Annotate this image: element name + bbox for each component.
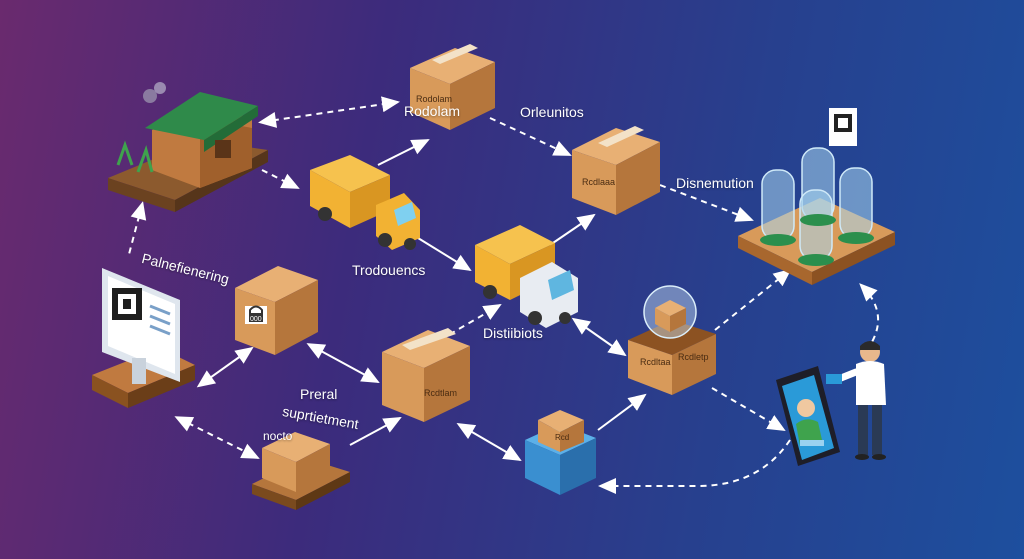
- arrow-truck2-to-openbox: [571, 317, 627, 357]
- delivery-truck-icon: [310, 155, 420, 250]
- box-label-monitor-icon: 000: [250, 316, 262, 323]
- arrow-monitor-to-smallbox: [196, 346, 254, 388]
- smartphone-icon: [776, 366, 840, 466]
- arrow-bioreactor-to-person: [859, 283, 879, 343]
- open-package-icon: [628, 285, 716, 395]
- person-with-tablet-icon: [826, 341, 886, 460]
- box-label-top: Rodolam: [416, 94, 453, 104]
- qr-monitor-icon: [92, 268, 195, 408]
- storage-cube-icon: [525, 410, 596, 495]
- arrow-farm-to-topbox: [258, 96, 400, 128]
- arrow-farm-to-monitor: [127, 201, 147, 259]
- arrow-openbox-to-bioreactor: [714, 268, 792, 331]
- arrow-truck1-to-truck2: [417, 237, 472, 272]
- top-package-icon: [410, 44, 495, 130]
- label-distiibiots: Distiibiots: [483, 325, 543, 341]
- bioreactor-lab-icon: [738, 108, 895, 285]
- label-disnemution: Disnemution: [676, 175, 754, 191]
- label-orleunitos: Orleunitos: [520, 104, 584, 120]
- flow-arrows: [127, 96, 879, 494]
- arrow-cube-to-openbox: [597, 393, 647, 431]
- mid-package-icon: [572, 126, 660, 215]
- box-label-mid-right: Rcdlaaa: [582, 177, 616, 187]
- pallet-package-icon: [252, 432, 350, 510]
- label-trodouencs: Trodouencs: [352, 262, 426, 278]
- box-label-crate: Rcd: [555, 433, 570, 442]
- arrow-monitor-to-pallet: [174, 416, 260, 459]
- arrow-midbox-to-bioreactor: [659, 184, 754, 222]
- label-noctn: nocto: [263, 429, 293, 443]
- arrow-farm-to-truck: [261, 169, 300, 189]
- cargo-truck-icon: [475, 225, 578, 328]
- arrow-truck2-to-midbox: [549, 213, 596, 246]
- arrow-openbox-to-phone: [711, 387, 786, 432]
- arrow-phone-to-cube: [598, 439, 791, 494]
- arrow-truck-to-topbox: [377, 139, 430, 166]
- arrow-topbox-to-midbox: [489, 117, 572, 156]
- center-package-icon: [382, 328, 470, 422]
- label-rodolam: Rodolam: [404, 103, 461, 119]
- farm-house-icon: [108, 82, 268, 212]
- label-preral: Preral: [300, 386, 338, 402]
- arrow-pallet-to-centerbox: [349, 417, 402, 446]
- box-label-open: Rcdltaa: [640, 357, 671, 367]
- sealed-package-icon: [235, 266, 318, 355]
- arrow-centerbox-to-cube: [456, 422, 522, 462]
- box-label-center: Rcdtlam: [424, 388, 458, 398]
- box-label-open2: Rcdletp: [678, 352, 709, 362]
- arrow-smallbox-to-centerbox: [306, 343, 380, 383]
